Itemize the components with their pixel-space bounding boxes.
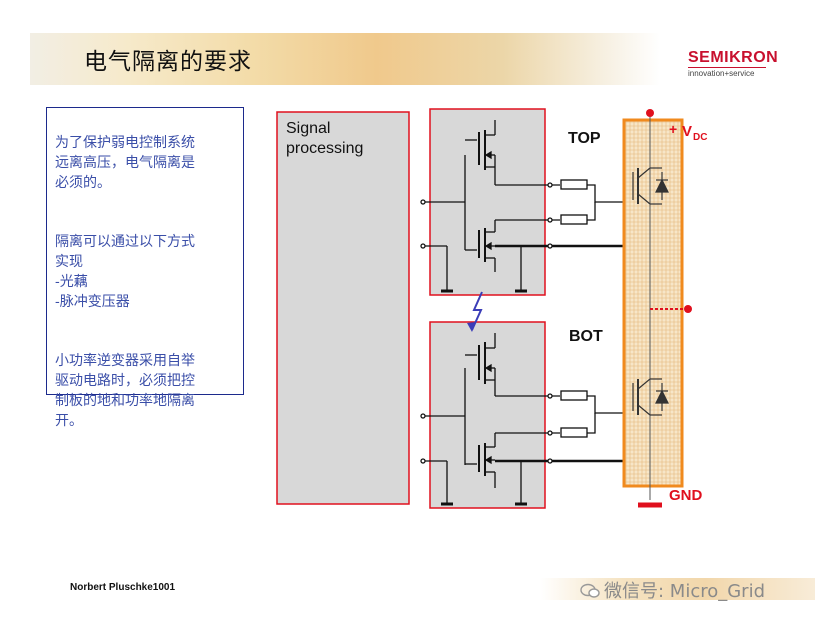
signal-label-line1: Signal	[286, 120, 330, 137]
bot-label: BOT	[569, 328, 603, 345]
vdc-label: V	[682, 123, 692, 140]
vdc-subscript: DC	[693, 132, 707, 143]
signal-label-line2: processing	[286, 140, 363, 157]
gate-wiring	[587, 184, 625, 434]
wechat-icon	[580, 583, 600, 598]
logo-tagline: innovation+service	[688, 69, 755, 78]
page-title: 电气隔离的要求	[84, 49, 252, 75]
note-bootstrap: 小功率逆变器采用自举 驱动电路时，必须把控 制板的地和功率地隔离 开。	[55, 353, 195, 429]
logo-divider	[688, 67, 766, 68]
plus-label: +	[669, 121, 677, 137]
isolation-bolt-icon	[467, 291, 483, 332]
note-isolation-purpose: 为了保护弱电控制系统 远离高压，电气隔离是 必须的。	[55, 135, 195, 191]
signal-processing-block	[276, 111, 410, 505]
logo-name: SEMIKRON	[688, 49, 779, 66]
top-label: TOP	[568, 130, 601, 147]
header-bar	[30, 33, 660, 85]
footer-author: Norbert Pluschke1001	[70, 582, 176, 593]
top-driver-circuit	[420, 120, 640, 293]
watermark-text: 微信号: Micro_Grid	[604, 581, 766, 602]
note-isolation-methods: 隔离可以通过以下方式 实现 -光藕 -脉冲变压器	[55, 234, 195, 310]
notes-box: 为了保护弱电控制系统 远离高压，电气隔离是 必须的。 隔离可以通过以下方式 实现…	[46, 107, 244, 429]
bot-driver-circuit	[420, 333, 640, 506]
bot-igbt-symbol	[632, 378, 669, 416]
footer-bar	[540, 578, 815, 600]
gate-resistors	[547, 179, 588, 464]
semikron-logo: SEMIKRON innovation+service	[688, 49, 779, 78]
top-igbt-symbol	[632, 167, 669, 205]
gnd-label: GND	[669, 487, 703, 504]
output-terminal	[684, 305, 692, 313]
vdc-terminal	[646, 109, 654, 117]
bot-driver-block	[429, 321, 546, 509]
power-module	[622, 118, 684, 488]
wechat-watermark: 微信号: Micro_Grid	[580, 577, 765, 603]
